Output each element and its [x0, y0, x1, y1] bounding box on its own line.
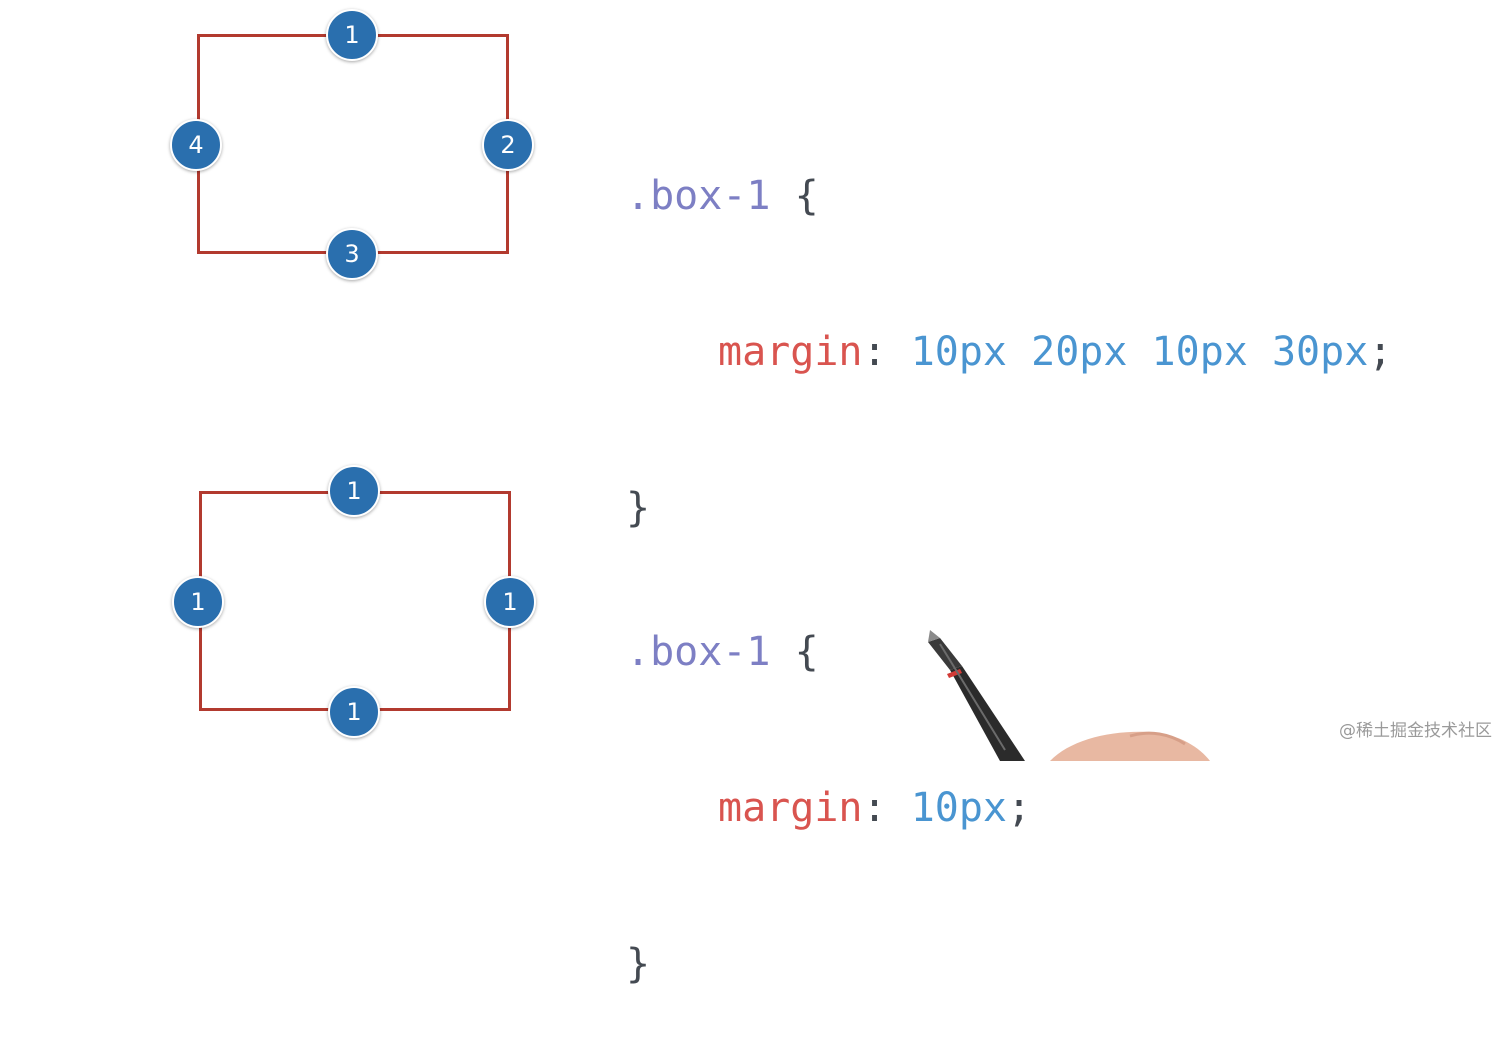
hand-shape — [1050, 731, 1210, 761]
watermark: @稀土掘金技术社区 — [1339, 721, 1492, 741]
close-brace: } — [626, 485, 651, 531]
css-property: margin — [718, 329, 863, 375]
css-value-bottom: 10px — [1151, 329, 1248, 375]
marker-left: 4 — [170, 119, 222, 171]
code-block-top: .box-1 { margin: 10px 20px 10px 30px; } — [626, 66, 1392, 586]
css-value: 10px — [910, 785, 1008, 831]
css-value-left: 30px — [1271, 329, 1369, 375]
marker-top: 1 — [328, 465, 380, 517]
marker-right: 2 — [482, 119, 534, 171]
box-outline — [199, 491, 511, 711]
css-value-top: 10px — [910, 329, 1008, 375]
marker-left: 1 — [172, 576, 224, 628]
css-property: margin — [718, 785, 863, 831]
css-value-right: 20px — [1031, 329, 1128, 375]
colon: : — [862, 329, 887, 375]
semicolon: ; — [1007, 785, 1032, 831]
open-brace: { — [794, 629, 819, 675]
pen-and-hand-illustration — [928, 630, 1210, 761]
marker-top: 1 — [326, 9, 378, 61]
box-outline — [197, 34, 509, 254]
marker-bottom: 3 — [326, 228, 378, 280]
close-brace: } — [626, 941, 651, 987]
pen-tip — [928, 630, 940, 642]
css-selector: .box-1 — [626, 629, 771, 675]
marker-bottom: 1 — [328, 686, 380, 738]
semicolon: ; — [1368, 329, 1393, 375]
pen-ring — [947, 669, 962, 678]
css-selector: .box-1 — [626, 173, 771, 219]
code-block-bottom: .box-1 { margin: 10px; } — [626, 522, 1031, 1042]
open-brace: { — [794, 173, 819, 219]
marker-right: 1 — [484, 576, 536, 628]
colon: : — [862, 785, 887, 831]
